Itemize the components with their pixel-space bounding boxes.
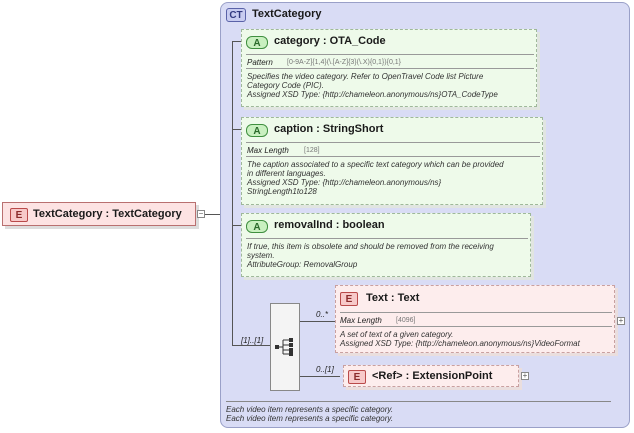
child-connector xyxy=(300,321,340,322)
facet-value: [4096] xyxy=(396,317,416,324)
attribute-title: category : OTA_Code xyxy=(274,35,386,47)
attribute-badge: A xyxy=(246,124,268,137)
element-badge: E xyxy=(348,370,366,384)
facet-label: Pattern xyxy=(247,58,273,67)
element-badge: E xyxy=(10,208,28,222)
element-badge: E xyxy=(340,292,358,306)
divider xyxy=(246,156,540,157)
element-title: Text : Text xyxy=(366,292,420,304)
element-doc: A set of text of a given category. Assig… xyxy=(340,330,580,348)
attribute-badge: A xyxy=(246,220,268,233)
footer-doc: Each video item represents a specific ca… xyxy=(226,405,394,423)
root-connector xyxy=(205,214,221,215)
attribute-connector xyxy=(232,41,242,42)
attribute-category[interactable]: A category : OTA_Code Pattern [0-9A-Z]{1… xyxy=(241,29,537,107)
attribute-connector xyxy=(232,129,242,130)
attribute-doc: The caption associated to a specific tex… xyxy=(247,160,504,196)
sequence-compositor[interactable] xyxy=(270,303,300,391)
root-element-label: TextCategory : TextCategory xyxy=(33,208,182,220)
divider xyxy=(246,54,534,55)
root-element-box[interactable]: E TextCategory : TextCategory xyxy=(2,202,196,226)
attribute-tree-line xyxy=(232,41,233,345)
sequence-cardinality: [1]..[1] xyxy=(241,336,264,345)
attribute-title: caption : StringShort xyxy=(274,123,384,135)
element-text[interactable]: E Text : Text Max Length [4096] A set of… xyxy=(335,285,615,353)
attribute-removalind[interactable]: A removalInd : boolean If true, this ite… xyxy=(241,213,531,277)
sequence-connector xyxy=(232,345,270,346)
facet-value: [0-9A-Z]{1,4}(\.[A-Z]{3}(\.X){0,1}){0,1} xyxy=(287,59,402,66)
complex-type-name: TextCategory xyxy=(252,8,322,20)
attribute-badge: A xyxy=(246,36,268,49)
attribute-doc: If true, this item is obsolete and shoul… xyxy=(247,242,494,269)
attribute-connector xyxy=(232,225,242,226)
expand-toggle[interactable]: + xyxy=(521,371,529,380)
element-title: <Ref> : ExtensionPoint xyxy=(372,370,493,382)
element-extension-point[interactable]: E <Ref> : ExtensionPoint xyxy=(343,365,519,387)
expand-toggle[interactable]: + xyxy=(617,316,625,325)
child-cardinality: 0..* xyxy=(316,310,329,319)
attribute-caption[interactable]: A caption : StringShort Max Length [128]… xyxy=(241,117,543,205)
root-collapse-toggle[interactable]: − xyxy=(197,209,205,218)
divider xyxy=(340,326,612,327)
complex-type-panel: CT TextCategory A category : OTA_Code Pa… xyxy=(220,2,630,428)
sequence-icon xyxy=(275,338,293,356)
facet-value: [128] xyxy=(304,147,320,154)
attribute-doc: Specifies the video category. Refer to O… xyxy=(247,72,498,99)
footer-divider xyxy=(226,401,611,402)
facet-label: Max Length xyxy=(247,146,289,155)
attribute-title: removalInd : boolean xyxy=(274,219,385,231)
facet-label: Max Length xyxy=(340,316,382,325)
child-cardinality: 0..[1] xyxy=(316,365,334,374)
complex-type-badge: CT xyxy=(226,8,246,22)
divider xyxy=(246,238,528,239)
divider xyxy=(246,68,534,69)
divider xyxy=(340,312,612,313)
child-connector xyxy=(300,376,340,377)
divider xyxy=(246,142,540,143)
